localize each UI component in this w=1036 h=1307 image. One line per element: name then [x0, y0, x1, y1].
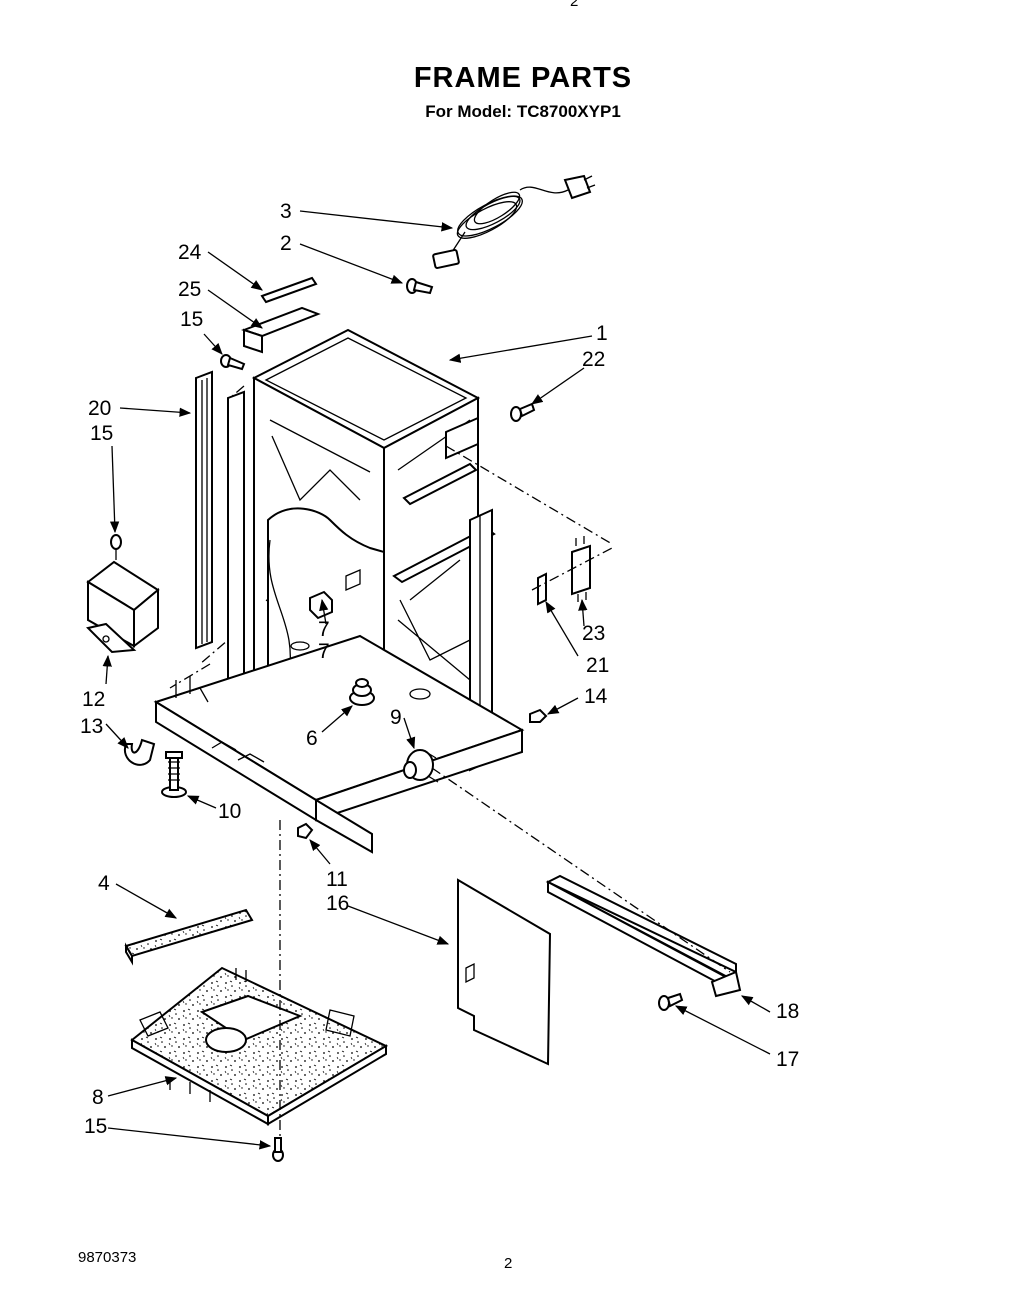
rail-part-18 [545, 874, 742, 998]
bracket-part-25 [241, 306, 321, 354]
callout-3: 3 [280, 200, 292, 223]
leg-part-10 [161, 751, 187, 798]
callout-18: 18 [776, 1000, 799, 1023]
callout-11: 11 [326, 868, 348, 891]
callout-8: 8 [92, 1086, 104, 1109]
screw-part-15-bottom [272, 1137, 284, 1162]
callout-21: 21 [586, 654, 609, 677]
leader-lines [102, 210, 771, 1150]
screw-part-17 [658, 992, 684, 1011]
page-title: FRAME PARTS [414, 62, 632, 94]
screw-part-2 [406, 278, 434, 295]
callout-1: 1 [596, 322, 608, 345]
page-number: 2 [504, 1255, 512, 1272]
callout-10: 10 [218, 800, 241, 823]
cover-part-12 [86, 560, 160, 654]
motor-part-9 [403, 749, 439, 783]
channel-part-20 [195, 370, 213, 650]
screw-part-15-top [220, 354, 246, 371]
page-subtitle: For Model: TC8700XYP1 [425, 102, 621, 121]
panel-part-16 [457, 878, 552, 1066]
callout-24: 24 [178, 241, 202, 264]
callout-22: 22 [582, 348, 605, 371]
callout-15-top: 15 [180, 308, 203, 331]
nut-part-14 [529, 708, 548, 723]
top-mark: 2 [570, 0, 578, 10]
grommet-part-6 [349, 678, 375, 706]
callout-labels: 3 2 24 25 15 1 22 20 15 7 7 23 21 12 14 … [80, 200, 799, 1138]
callout-15-bottom: 15 [84, 1115, 107, 1138]
callout-9: 9 [390, 706, 402, 729]
callout-13: 13 [80, 715, 103, 738]
callout-7-upper: 7 [318, 618, 330, 641]
callout-15-mid: 15 [90, 422, 113, 445]
relay-part-23 [571, 536, 591, 602]
callout-16: 16 [326, 892, 349, 915]
clip-part-13 [123, 738, 156, 766]
screw-part-15-mid [110, 534, 122, 560]
callout-17: 17 [776, 1048, 799, 1071]
callout-25: 25 [178, 278, 201, 301]
bracket-part-24 [260, 276, 318, 304]
switch-part-7 [309, 590, 333, 620]
assembly-lines [169, 385, 731, 1138]
document-part-number: 9870373 [78, 1249, 136, 1266]
callout-14: 14 [584, 685, 608, 708]
base-pan-part-8 [130, 966, 389, 1126]
callout-4: 4 [98, 872, 110, 895]
power-cord-part [432, 174, 596, 269]
callout-7-lower: 7 [318, 640, 330, 663]
callout-6: 6 [306, 727, 318, 750]
callout-20: 20 [88, 397, 111, 420]
strip-part-4 [124, 908, 254, 966]
callout-12: 12 [82, 688, 105, 711]
callout-2: 2 [280, 232, 292, 255]
callout-23: 23 [582, 622, 605, 645]
screw-part-22 [510, 402, 536, 422]
nut-part-11 [297, 822, 314, 840]
plate-part-21 [537, 572, 547, 606]
